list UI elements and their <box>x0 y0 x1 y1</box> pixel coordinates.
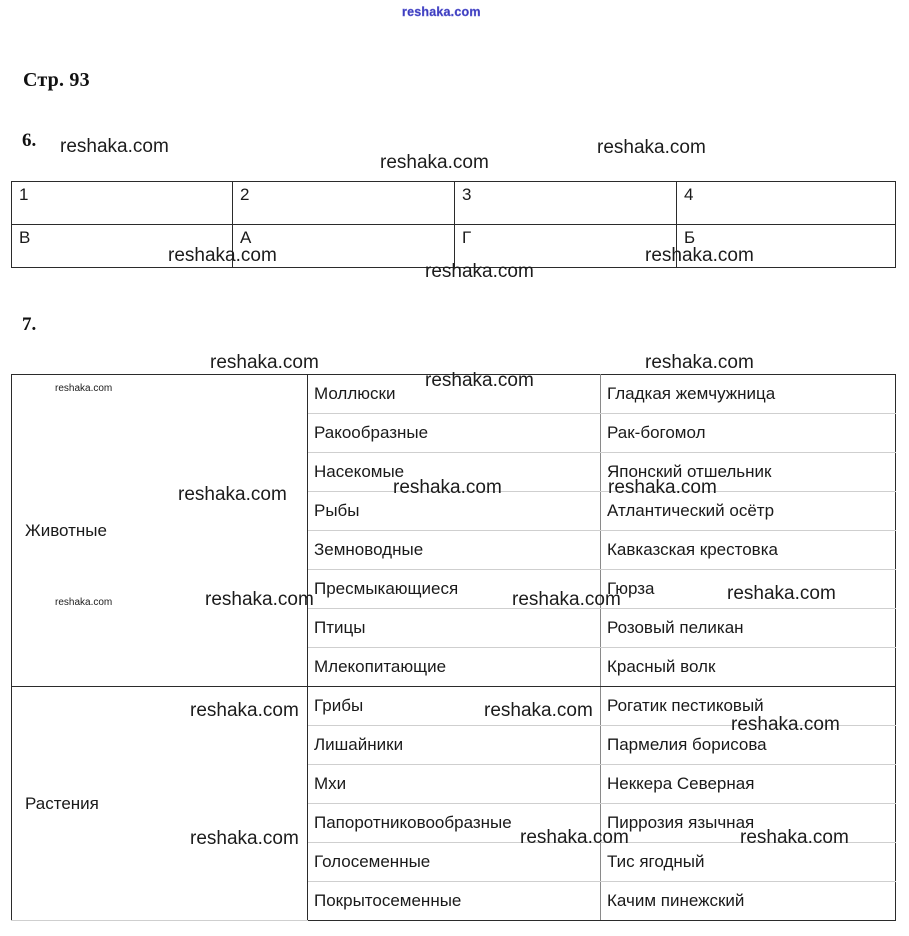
example-species-cell: Японский отшельник <box>600 452 896 492</box>
kingdom-cell: Животные <box>11 374 308 687</box>
group-name-cell: Рыбы <box>307 491 601 531</box>
example-species-cell: Рогатик пестиковый <box>600 686 896 726</box>
group-name-cell: Млекопитающие <box>307 647 601 687</box>
task6-header-4: 4 <box>676 181 896 225</box>
example-species-cell: Красный волк <box>600 647 896 687</box>
task6-header-2: 2 <box>232 181 455 225</box>
example-species-cell: Гладкая жемчужница <box>600 374 896 414</box>
watermark-text: reshaka.com <box>60 136 169 157</box>
example-species-cell: Тис ягодный <box>600 842 896 882</box>
example-species-cell: Качим пинежский <box>600 881 896 921</box>
group-name-cell: Моллюски <box>307 374 601 414</box>
example-species-cell: Пиррозия язычная <box>600 803 896 843</box>
group-name-cell: Голосеменные <box>307 842 601 882</box>
example-species-cell: Неккера Северная <box>600 764 896 804</box>
group-name-cell: Земноводные <box>307 530 601 570</box>
table-row: В А Г Б <box>11 224 896 268</box>
group-name-cell: Птицы <box>307 608 601 648</box>
group-name-cell: Ракообразные <box>307 413 601 453</box>
task6-answer-table: 1 2 3 4 В А Г Б <box>11 181 896 268</box>
example-species-cell: Гюрза <box>600 569 896 609</box>
watermark-text: reshaka.com <box>380 152 489 173</box>
task6-answer-3: Г <box>454 224 677 268</box>
group-name-cell: Мхи <box>307 764 601 804</box>
task6-answer-1: В <box>11 224 233 268</box>
task6-answer-4: Б <box>676 224 896 268</box>
group-name-cell: Насекомые <box>307 452 601 492</box>
group-name-cell: Пресмыкающиеся <box>307 569 601 609</box>
watermark-text: reshaka.com <box>210 352 319 373</box>
group-name-cell: Папоротниковообразные <box>307 803 601 843</box>
example-species-cell: Кавказская крестовка <box>600 530 896 570</box>
watermark-text: reshaka.com <box>645 352 754 373</box>
task-number-7: 7. <box>22 314 37 335</box>
example-species-cell: Атлантический осётр <box>600 491 896 531</box>
example-species-cell: Рак-богомол <box>600 413 896 453</box>
watermark-text: reshaka.com <box>597 137 706 158</box>
table-row: 1 2 3 4 <box>11 181 896 225</box>
group-name-cell: Лишайники <box>307 725 601 765</box>
page-title: Стр. 93 <box>23 69 90 91</box>
task6-header-3: 3 <box>454 181 677 225</box>
example-species-cell: Розовый пеликан <box>600 608 896 648</box>
kingdom-cell: Растения <box>11 686 308 921</box>
group-name-cell: Покрытосеменные <box>307 881 601 921</box>
top-watermark: reshaka.com <box>402 5 481 19</box>
example-species-cell: Пармелия борисова <box>600 725 896 765</box>
group-name-cell: Грибы <box>307 686 601 726</box>
task6-answer-2: А <box>232 224 455 268</box>
task-number-6: 6. <box>22 130 37 151</box>
task6-header-1: 1 <box>11 181 233 225</box>
